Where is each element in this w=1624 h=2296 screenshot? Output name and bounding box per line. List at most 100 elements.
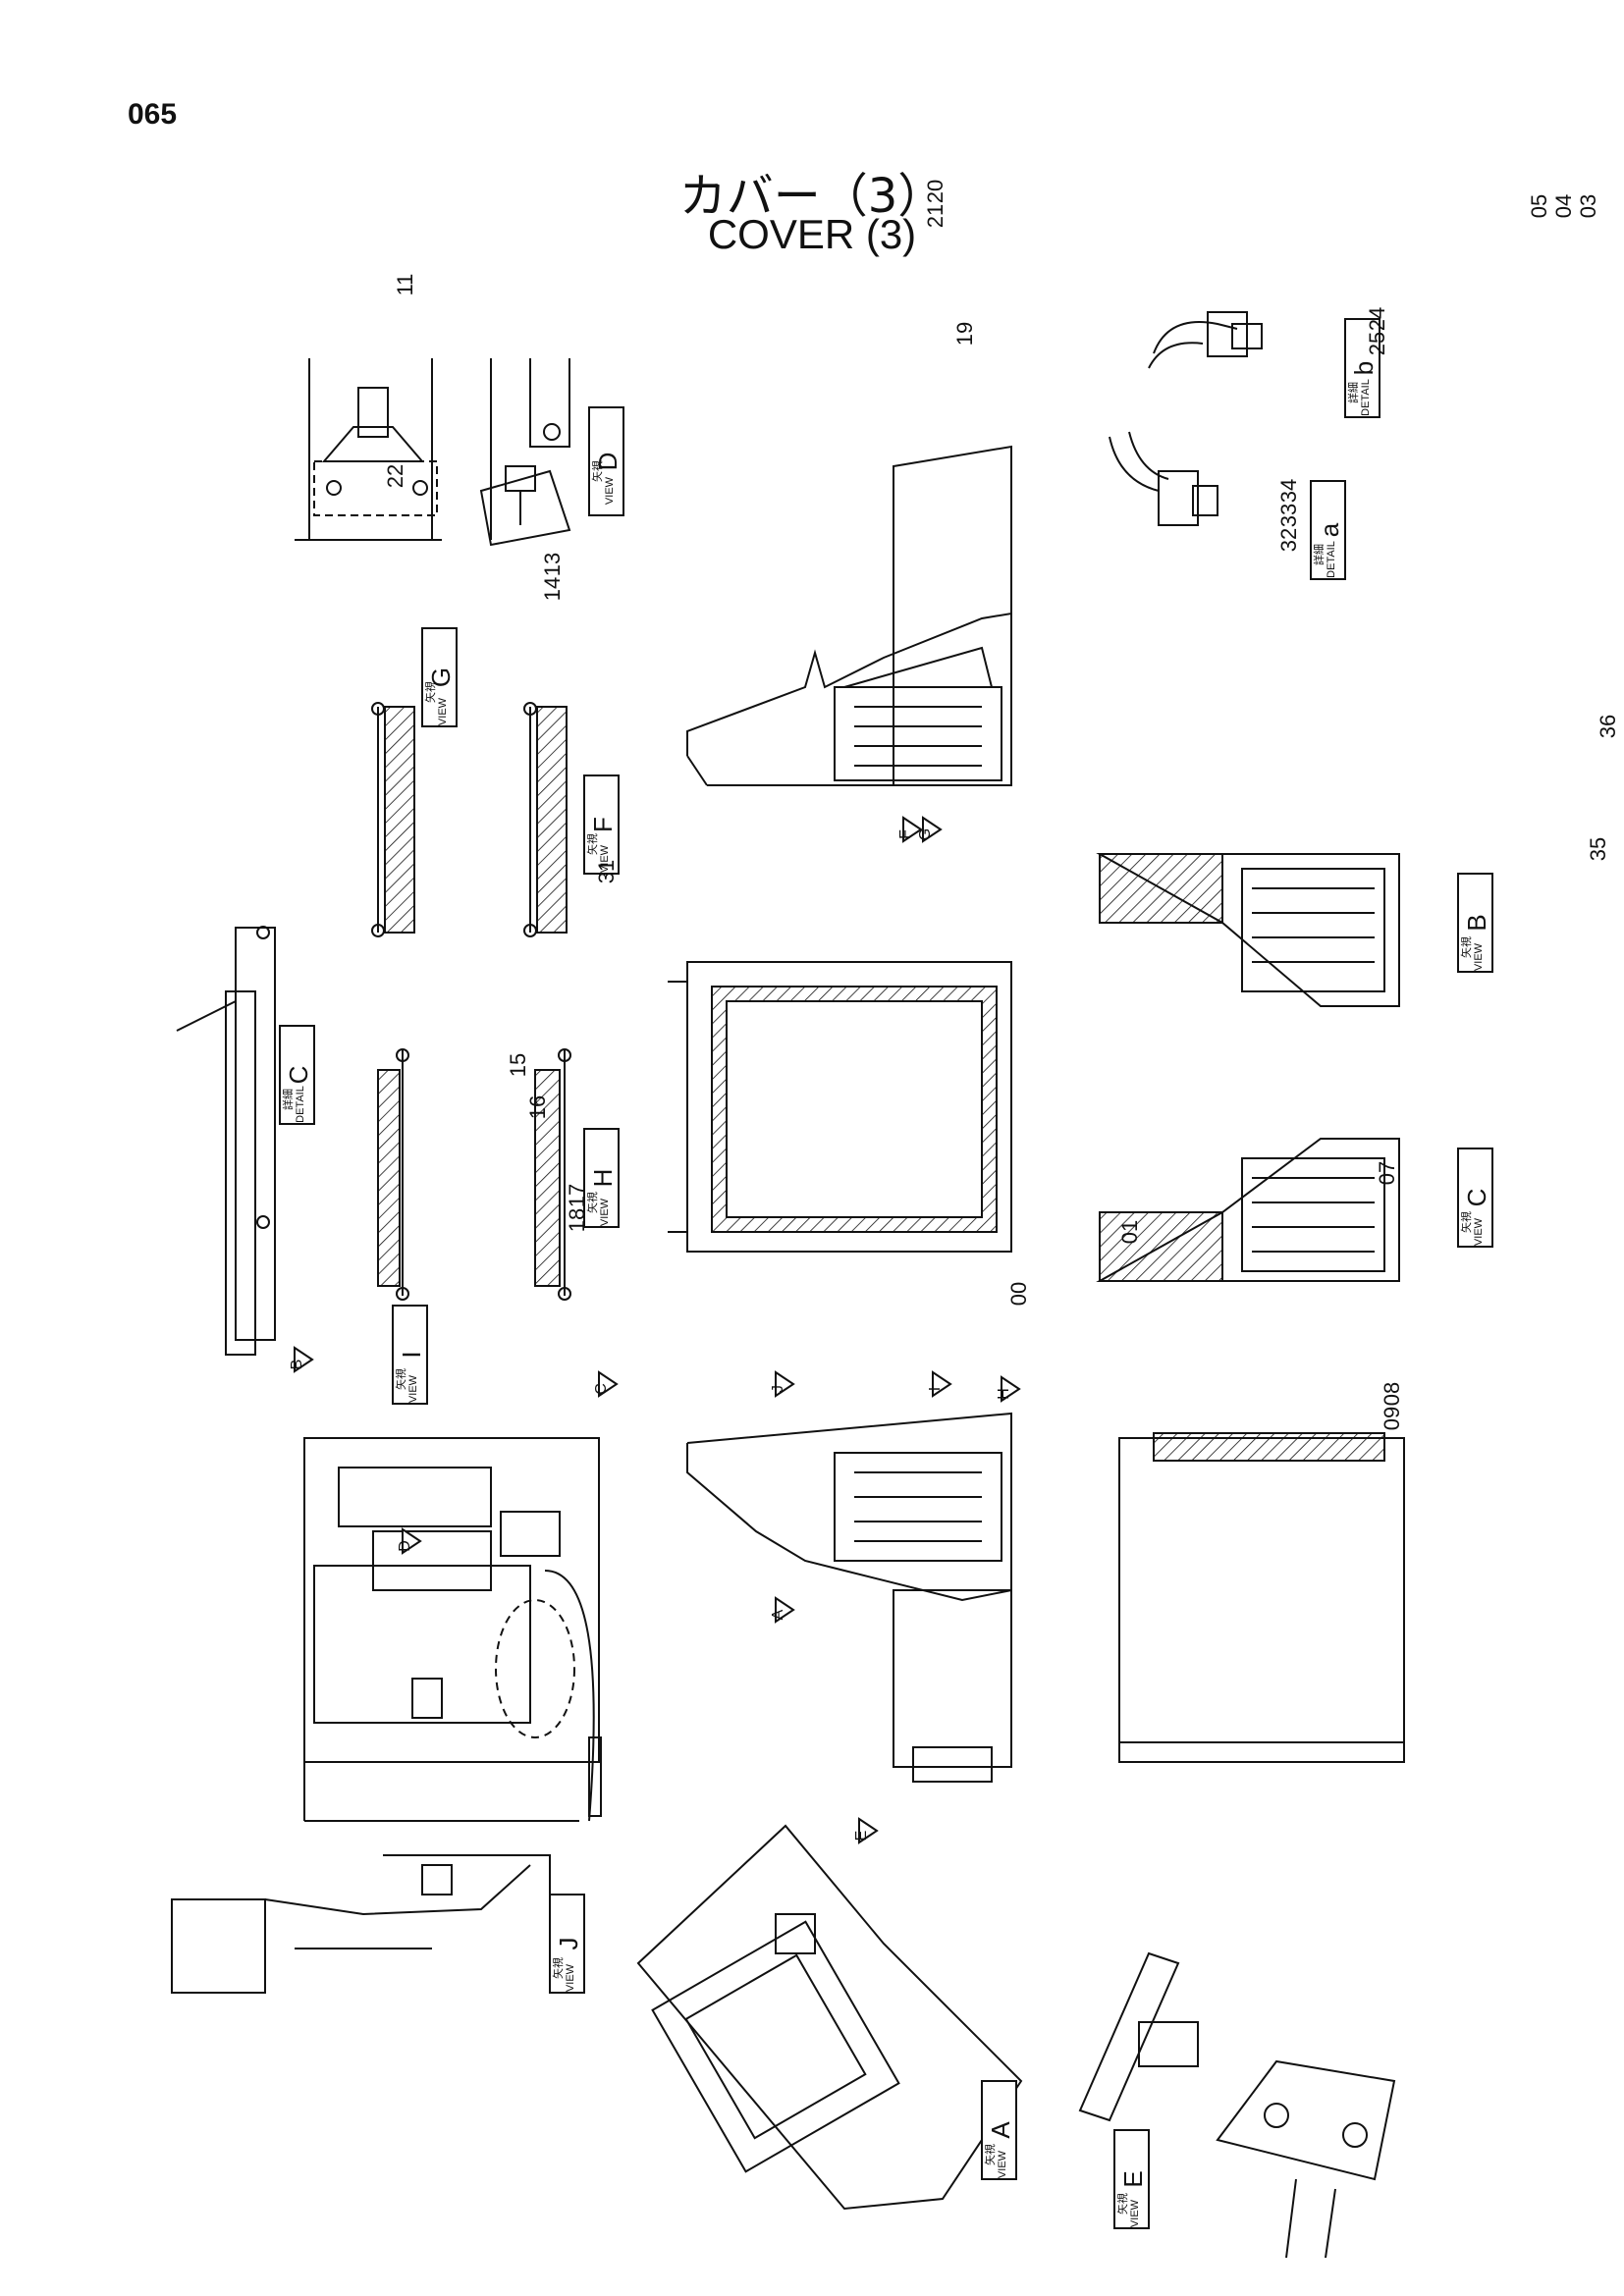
view-d-drawing <box>295 358 571 547</box>
callout-01: 01 <box>1117 1220 1142 1244</box>
view-label-e: E <box>1118 2170 1148 2187</box>
callout-00: 00 <box>1006 1282 1031 1306</box>
view-text-g: VIEW <box>437 697 449 725</box>
callout-05: 05 <box>1527 194 1551 218</box>
view-text-b: VIEW <box>1473 942 1485 971</box>
callout-15: 15 <box>506 1053 530 1077</box>
callout-11: 11 <box>393 274 417 296</box>
view-label-h: H <box>588 1169 618 1188</box>
view-label-c: C <box>1462 1189 1491 1207</box>
detail-text-a: DETAIL <box>1326 541 1337 578</box>
view-text-h: VIEW <box>599 1198 611 1226</box>
detail-kanji-b: 詳細 <box>1346 382 1360 403</box>
view-label-a: A <box>986 2121 1015 2139</box>
lower-right-frame <box>1118 1432 1405 1763</box>
callout-17: 17 <box>565 1184 589 1207</box>
view-kanji-i: 矢視 <box>394 1368 407 1390</box>
callout-08: 08 <box>1380 1382 1404 1406</box>
callout-24: 24 <box>1365 307 1389 331</box>
center-frame-drawing <box>668 961 1012 1253</box>
title-english: COVER (3) <box>707 211 917 257</box>
view-label-d: D <box>593 453 623 471</box>
view-arrow-D: D <box>397 1527 422 1555</box>
callout-20: 20 <box>923 180 947 203</box>
view-arrow-A: A <box>770 1596 795 1624</box>
view-e-drawing <box>1078 1951 1396 2259</box>
detail-text-b: DETAIL <box>1360 379 1372 416</box>
view-arrow-E: E <box>853 1817 879 1844</box>
view-text-f: VIEW <box>599 844 611 873</box>
view-label-b: B <box>1462 914 1491 931</box>
view-text-c: VIEW <box>1473 1217 1485 1246</box>
callout-layer: 0001030405070809101113141516171819202122… <box>383 180 1620 1430</box>
svg-text:I: I <box>927 1387 944 1391</box>
view-kanji-g: 矢視 <box>423 681 437 703</box>
view-label-f: F <box>588 817 618 832</box>
svg-text:H: H <box>996 1388 1012 1400</box>
view-text-a: VIEW <box>997 2150 1008 2178</box>
side-profile-bottom <box>686 1412 1012 1783</box>
callout-16: 16 <box>525 1095 550 1119</box>
view-kanji-h: 矢視 <box>585 1192 599 1213</box>
callout-34: 34 <box>1276 479 1301 503</box>
page-number: 065 <box>128 98 178 131</box>
detail-label-c: C <box>284 1066 313 1085</box>
detail-text-c: DETAIL <box>295 1086 306 1123</box>
view-kanji-c: 矢視 <box>1459 1211 1473 1233</box>
callout-25: 25 <box>1365 332 1389 355</box>
svg-text:F: F <box>897 829 914 839</box>
svg-text:E: E <box>853 1831 870 1842</box>
view-g-f-drawing <box>371 702 568 937</box>
view-i-drawing <box>303 1437 602 1822</box>
view-c-drawing <box>1096 1138 1400 1282</box>
view-arrow-B: B <box>289 1346 314 1373</box>
callout-13: 13 <box>540 553 565 576</box>
detail-label-a: a <box>1315 522 1344 537</box>
view-kanji-b: 矢視 <box>1459 936 1473 958</box>
callout-14: 14 <box>540 577 565 601</box>
view-h-drawing <box>377 1048 571 1301</box>
view-kanji-j: 矢視 <box>551 1957 565 1979</box>
svg-text:C: C <box>593 1383 610 1395</box>
callout-04: 04 <box>1551 194 1576 218</box>
detail-c-drawing <box>176 926 276 1356</box>
callout-33: 33 <box>1276 504 1301 527</box>
svg-text:B: B <box>289 1360 305 1370</box>
svg-text:J: J <box>770 1385 786 1393</box>
svg-text:G: G <box>917 828 934 840</box>
view-text-e: VIEW <box>1129 2199 1141 2227</box>
callout-07: 07 <box>1375 1161 1399 1185</box>
view-b-drawing <box>1096 853 1400 1007</box>
view-arrow-G: G <box>917 816 943 843</box>
view-text-i: VIEW <box>407 1374 419 1403</box>
view-label-g: G <box>426 667 456 687</box>
view-arrow-I: I <box>927 1370 952 1398</box>
view-kanji-e: 矢視 <box>1115 2193 1129 2215</box>
view-kanji-d: 矢視 <box>590 460 604 482</box>
view-text-j: VIEW <box>565 1963 576 1992</box>
detail-a-b-drawing <box>1109 311 1263 526</box>
view-kanji-f: 矢視 <box>585 833 599 855</box>
view-label-i: I <box>397 1351 426 1358</box>
view-text-d: VIEW <box>604 476 616 505</box>
svg-text:A: A <box>770 1609 786 1620</box>
title-japanese: カバー（3） <box>678 169 946 224</box>
view-a-drawing <box>636 1824 1023 2211</box>
detail-kanji-a: 詳細 <box>1312 544 1326 565</box>
view-arrow-J: J <box>770 1370 795 1398</box>
svg-text:D: D <box>397 1540 413 1552</box>
callout-21: 21 <box>923 204 947 228</box>
detail-label-b: b <box>1349 361 1379 375</box>
callout-31: 31 <box>594 860 619 883</box>
callout-36: 36 <box>1596 715 1620 738</box>
callout-32: 32 <box>1276 528 1301 552</box>
callout-19: 19 <box>952 322 977 346</box>
view-arrow-H: H <box>996 1375 1021 1403</box>
view-label-j: J <box>554 1938 583 1950</box>
view-arrow-C: C <box>593 1370 619 1398</box>
callout-03: 03 <box>1576 194 1600 218</box>
view-kanji-a: 矢視 <box>983 2144 997 2165</box>
